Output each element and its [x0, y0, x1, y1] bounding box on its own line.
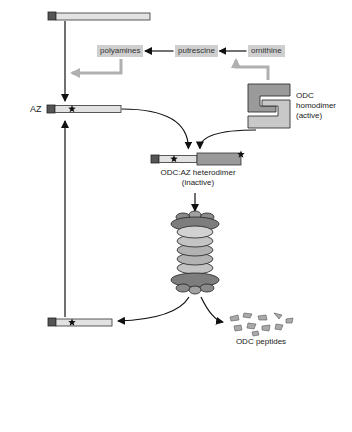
node-label: ODC:AZ heterodimer (inactive)	[150, 168, 246, 188]
peptide-fragments: ODC peptides	[226, 311, 296, 347]
metabolite-box: polyamines	[97, 45, 143, 57]
heterodimer-shape	[150, 150, 246, 168]
node-label: ODC homodimer (active)	[296, 91, 346, 121]
recycle-arrow	[64, 121, 65, 317]
metabolite-box: ornithine	[248, 45, 285, 57]
node-label: AZ	[30, 104, 42, 114]
reaction-arrow	[122, 109, 189, 149]
node-label: putrescine	[178, 46, 215, 56]
degradation-arrow	[194, 193, 195, 211]
odc-dimer-shape	[246, 82, 292, 130]
heterodimer: ODC:AZ heterodimer (inactive)	[150, 150, 246, 188]
antizyme-protein: AZ	[30, 104, 122, 114]
synthesis-arrow	[64, 21, 65, 101]
induction-arrow	[72, 59, 121, 73]
node-label: ornithine	[251, 46, 282, 56]
catalysis-arrow	[236, 60, 268, 80]
az-protein-bar	[46, 104, 122, 114]
az-protein-bar	[48, 12, 150, 20]
node-label: ODC peptides	[226, 337, 296, 347]
reaction-arrow	[145, 50, 174, 51]
reaction-arrow	[200, 130, 256, 149]
enzyme-dimer: ODC homodimer (active)	[246, 82, 346, 130]
node-label: polyamines	[100, 46, 140, 56]
az-protein-bar	[48, 318, 112, 326]
proteasome-figure	[171, 211, 219, 294]
release-arrow	[118, 297, 189, 321]
peptide-fragments	[226, 311, 296, 337]
release-arrow	[201, 297, 223, 322]
metabolite-box: putrescine	[175, 45, 218, 57]
reaction-arrow	[219, 50, 246, 51]
